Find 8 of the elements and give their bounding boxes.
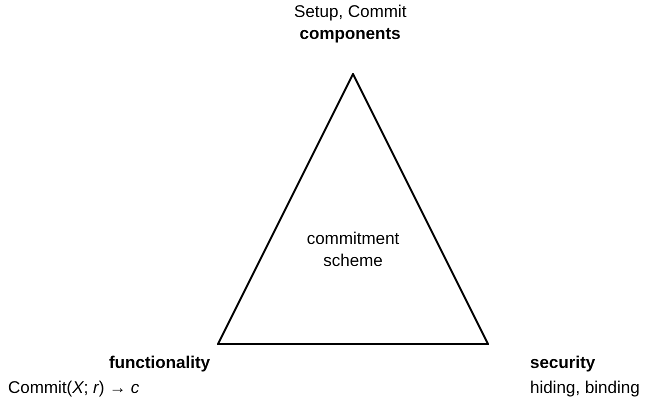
formula-text: Commit(X; r) → c (8, 378, 140, 398)
triangle-shape (217, 73, 489, 345)
node-label: commitment scheme (306, 228, 400, 272)
vertex-heading: security (530, 353, 596, 373)
vertex-label: Setup, Commit (294, 2, 406, 22)
vertex-heading: functionality (109, 353, 210, 373)
vertex-heading: components (300, 24, 401, 44)
vertex-label: hiding, binding (530, 378, 640, 398)
